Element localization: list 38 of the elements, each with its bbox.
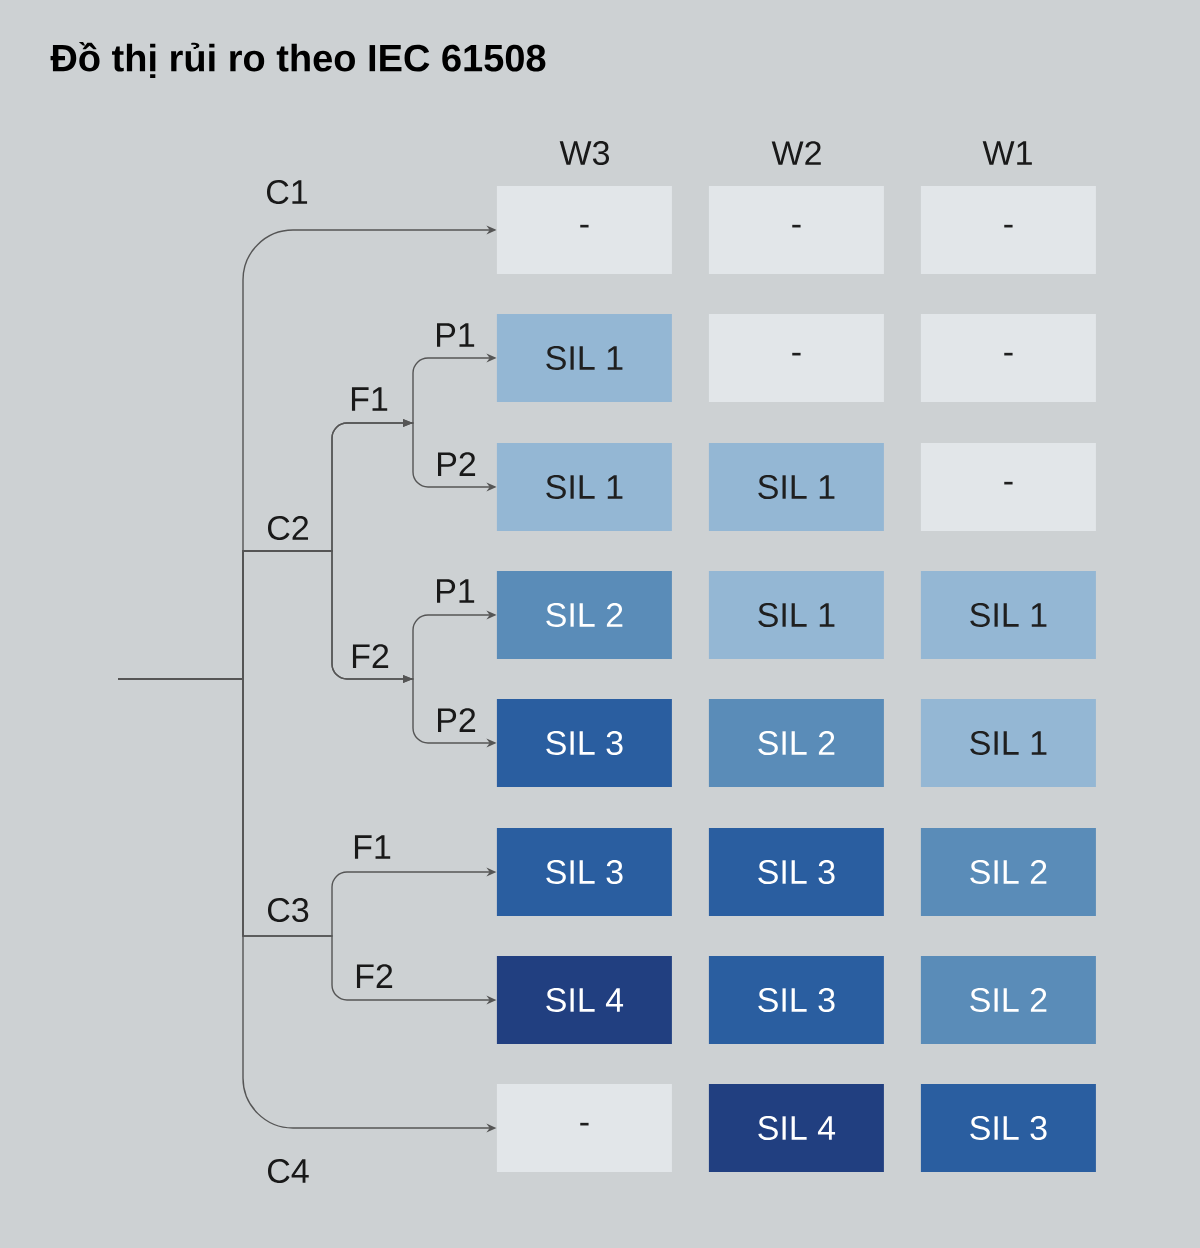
table-cell: - [708,314,884,402]
table-cell: SIL 3 [920,1084,1096,1172]
table-cell: SIL 1 [708,571,884,659]
table-cell: - [708,186,884,274]
table-cell: SIL 2 [920,828,1096,916]
table-cell: SIL 4 [708,1084,884,1172]
table-cell: SIL 2 [496,571,672,659]
table-cell: SIL 3 [496,828,672,916]
table-cell: - [920,443,1096,531]
branch-label: F2 [356,964,393,988]
table-cell: SIL 3 [496,699,672,787]
table-cell: SIL 1 [920,699,1096,787]
branch-label: P2 [438,708,476,732]
branch-label: F1 [354,835,391,859]
title: Đồ thị rủi ro theo IEC 61508 [50,42,546,78]
branch-label: P2 [438,452,476,476]
table-cell: SIL 3 [708,828,884,916]
table-cell: - [496,186,672,274]
table-cell: SIL 1 [496,443,672,531]
table-cell: - [920,314,1096,402]
table-cell: SIL 2 [920,956,1096,1044]
branch-label: C4 [268,1158,309,1184]
table-cell: SIL 4 [496,956,672,1044]
table-cell: SIL 1 [708,443,884,531]
branch-label: F1 [351,387,388,411]
table-cell: - [496,1084,672,1172]
table-cell: SIL 2 [708,699,884,787]
table-cell: SIL 1 [920,571,1096,659]
table-cell: SIL 3 [708,956,884,1044]
branch-label: C1 [267,179,308,205]
branch-label: P1 [437,579,475,603]
branch-label: C2 [268,515,308,541]
table-cell: - [920,186,1096,274]
branch-label: P1 [437,323,475,347]
branch-label: F2 [352,644,389,668]
table-cell: SIL 1 [496,314,672,402]
branch-label: C3 [268,897,309,923]
column-header: W1 [982,141,1032,165]
